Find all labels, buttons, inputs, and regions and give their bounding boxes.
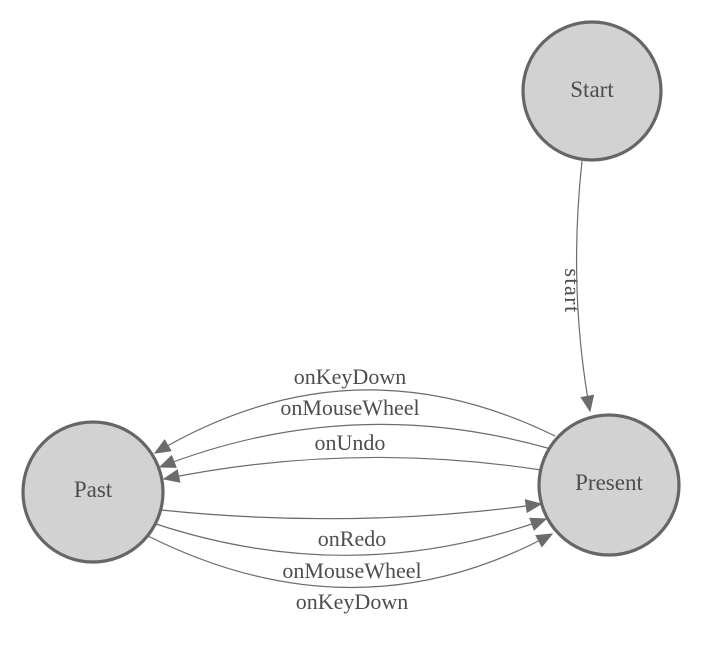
node-past-label: Past	[74, 477, 113, 502]
edge-present-to-past-onmousewheel: onMouseWheel	[158, 395, 552, 468]
edge-past-to-present-onredo: onRedo	[160, 499, 543, 551]
edge-line-onredo	[160, 499, 543, 520]
edges-layer: start onKeyDown onMouseWheel onUndo onRe…	[147, 160, 595, 614]
edge-label-onredo: onRedo	[318, 526, 386, 551]
edge-label-onundo: onUndo	[315, 430, 386, 455]
edge-line-onkeydown-bottom	[147, 533, 554, 589]
node-present: Present	[537, 413, 681, 557]
node-present-label: Present	[575, 470, 643, 495]
edge-present-to-past-onkeydown: onKeyDown	[153, 364, 556, 454]
edge-line-onundo	[162, 456, 542, 483]
node-past-circle	[21, 420, 165, 564]
edge-line-onkeydown-top	[153, 389, 556, 454]
edge-label-onkeydown-bottom: onKeyDown	[296, 589, 408, 614]
edge-present-to-past-onundo: onUndo	[162, 430, 542, 483]
nodes-layer: Start Present Past	[21, 20, 681, 564]
node-present-circle	[537, 413, 681, 557]
edge-label-onmousewheel-top: onMouseWheel	[280, 395, 419, 420]
edge-start-to-present: start	[560, 160, 595, 413]
edge-line-onmousewheel-top	[158, 423, 552, 468]
edge-line-start	[575, 160, 595, 413]
edge-past-to-present-onmousewheel: onMouseWheel	[155, 517, 548, 583]
edge-label-onkeydown-top: onKeyDown	[294, 364, 406, 389]
edge-line-onmousewheel-bottom	[155, 517, 548, 556]
node-start: Start	[521, 20, 663, 162]
node-start-label: Start	[570, 77, 614, 102]
edge-label-start: start	[560, 268, 585, 313]
node-past: Past	[21, 420, 165, 564]
edge-past-to-present-onkeydown: onKeyDown	[147, 533, 554, 614]
node-start-circle	[521, 20, 663, 162]
edge-label-onmousewheel-bottom: onMouseWheel	[282, 558, 421, 583]
